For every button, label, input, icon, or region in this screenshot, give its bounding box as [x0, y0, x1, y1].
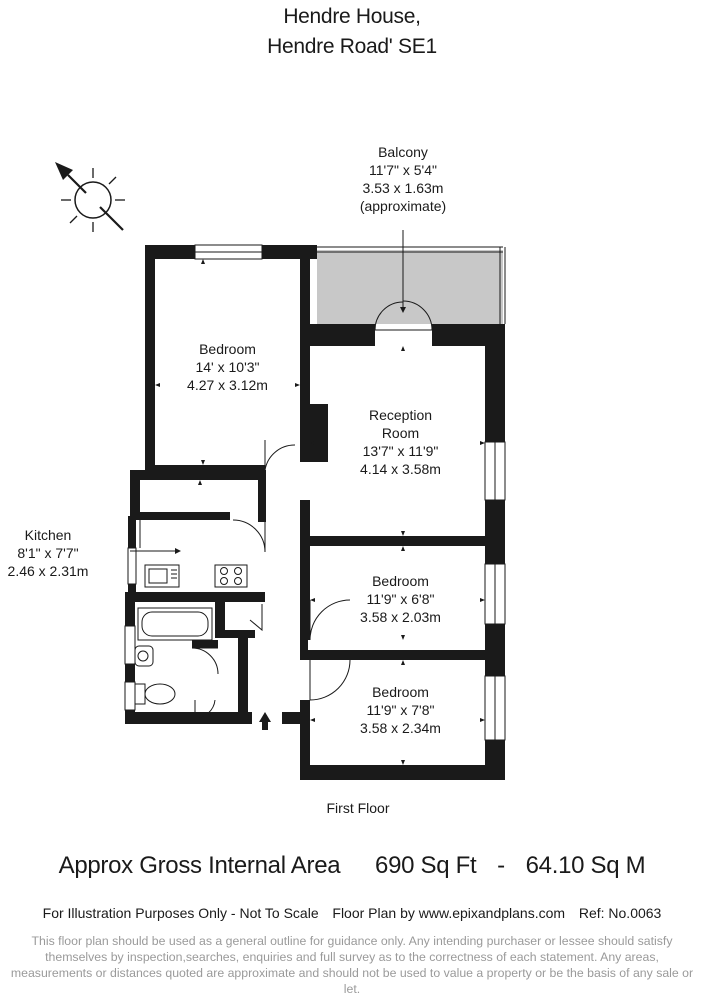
bedroom-1-imperial: 14' x 10'3": [195, 359, 260, 375]
kitchen-name: Kitchen: [24, 527, 72, 543]
bedroom-3-imperial: 11'9" x 7'8": [366, 702, 435, 718]
disclaimer: This floor plan should be used as a gene…: [10, 934, 694, 996]
reception-name-1: Reception: [368, 407, 433, 423]
balcony-imperial: 11'7" x 5'4": [369, 162, 437, 178]
reference-number: Ref: No.0063: [578, 905, 662, 921]
north-arrow-icon: [55, 162, 73, 180]
kitchen-label: Kitchen 8'1" x 7'7" 2.46 x 2.31m: [0, 526, 96, 580]
bedroom-1-name: Bedroom: [199, 341, 256, 357]
bedroom-2-imperial: 11'9" x 6'8": [366, 591, 435, 607]
area-separator: -: [497, 852, 505, 879]
area-label: Approx Gross Internal Area: [58, 852, 341, 879]
sink-icon: [144, 564, 180, 588]
bedroom-1-metric: 4.27 x 3.12m: [187, 377, 268, 393]
bedroom-2-metric: 3.58 x 2.03m: [360, 609, 441, 625]
bedroom-2-name: Bedroom: [372, 573, 429, 589]
balcony-area: [317, 250, 503, 324]
fixtures: [134, 564, 248, 705]
bedroom-1-label: Bedroom 14' x 10'3" 4.27 x 3.12m: [155, 340, 300, 394]
property-address: Hendre Road' SE1: [267, 35, 437, 58]
area-sqm: 64.10 Sq M: [525, 852, 646, 879]
area-sqft: 690 Sq Ft: [375, 852, 477, 879]
kitchen-metric: 2.46 x 2.31m: [7, 563, 89, 579]
dimension-ticks: [155, 259, 485, 765]
gross-area: Approx Gross Internal Area 690 Sq Ft - 6…: [0, 852, 704, 880]
reception-label: Reception Room 13'7" x 11'9" 4.14 x 3.58…: [318, 406, 483, 478]
door-swings: [139, 300, 433, 719]
reception-imperial: 13'7" x 11'9": [362, 443, 439, 459]
bath-icon: [137, 607, 213, 641]
website-credit: Floor Plan by www.epixandplans.com: [332, 905, 566, 921]
hob-icon: [214, 564, 248, 588]
bedroom-2-label: Bedroom 11'9" x 6'8" 3.58 x 2.03m: [318, 572, 483, 626]
footer-line: For Illustration Purposes Only - Not To …: [0, 905, 704, 921]
illustration-note: For Illustration Purposes Only - Not To …: [42, 905, 319, 921]
annotation-arrows: [130, 230, 406, 554]
balcony-label: Balcony 11'7" x 5'4" 3.53 x 1.63m (appro…: [303, 143, 503, 215]
compass: [55, 162, 125, 232]
basin-icon: [134, 645, 154, 667]
entrance-arrow-icon: [259, 712, 271, 730]
balcony-metric: 3.53 x 1.63m: [362, 180, 444, 196]
reception-name-2: Room: [381, 425, 420, 441]
bedroom-3-name: Bedroom: [372, 684, 429, 700]
balcony-name: Balcony: [378, 144, 428, 160]
bedroom-3-metric: 3.58 x 2.34m: [360, 720, 441, 736]
floor-label: First Floor: [326, 800, 390, 816]
toilet-icon: [134, 683, 176, 705]
bedroom-3-label: Bedroom 11'9" x 7'8" 3.58 x 2.34m: [318, 683, 483, 737]
balcony-note: (approximate): [359, 198, 447, 214]
reception-metric: 4.14 x 3.58m: [360, 461, 441, 477]
walls: [125, 245, 505, 780]
kitchen-imperial: 8'1" x 7'7": [17, 545, 79, 561]
property-name: Hendre House,: [283, 5, 421, 28]
